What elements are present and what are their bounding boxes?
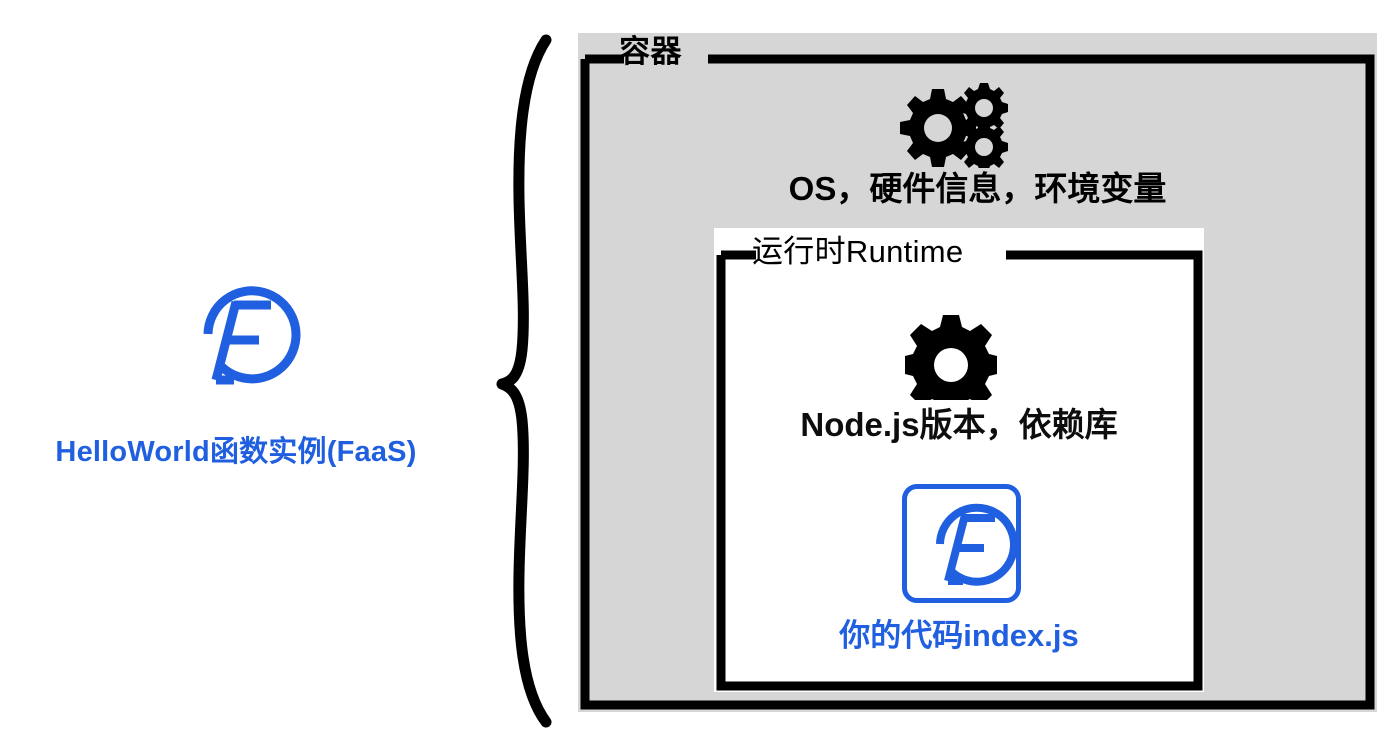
node-runtime-text: Node.js版本，依赖库: [800, 406, 1118, 443]
os-info-text: OS，硬件信息，环境变量: [788, 170, 1167, 207]
curly-brace-left: [496, 34, 552, 728]
faas-f-circle-logo: [203, 286, 301, 385]
runtime-fill: [714, 228, 1204, 692]
container-label: 容器: [619, 34, 682, 69]
faas-f-circle-logo: [936, 503, 1018, 586]
gear-icon: [905, 315, 997, 400]
runtime-border: [716, 250, 1203, 691]
gears-multiple-icon: [900, 83, 1008, 168]
faas-instance-block: HelloWorld函数实例(FaaS): [0, 262, 472, 470]
runtime-label: 运行时Runtime: [752, 234, 964, 269]
container-border: [580, 54, 1375, 710]
faas-instance-caption: HelloWorld函数实例(FaaS): [55, 436, 417, 468]
code-file-text: 你的代码index.js: [839, 618, 1079, 653]
